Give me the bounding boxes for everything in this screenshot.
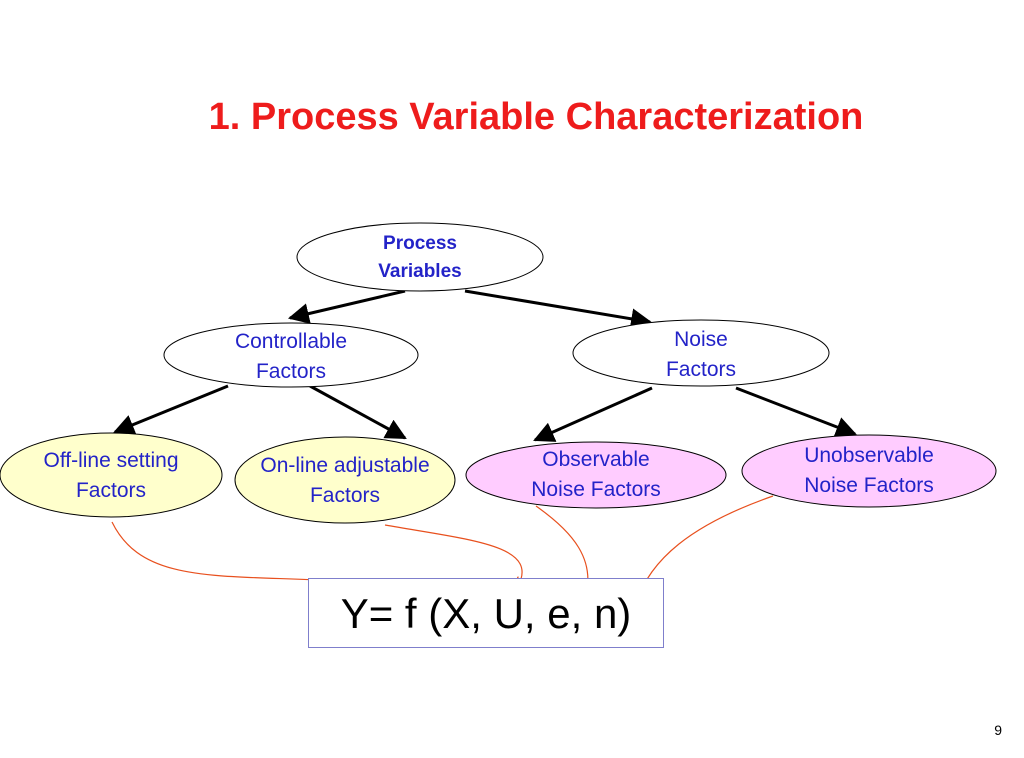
label-process-variables: Process Variables: [340, 230, 500, 286]
label-line: Process: [383, 233, 457, 254]
label-controllable-factors: Controllable Factors: [191, 327, 391, 387]
page-number: 9: [994, 722, 1002, 738]
label-line: Noise: [674, 328, 728, 351]
label-line: Unobservable: [804, 444, 934, 467]
node-controllable-factors: [163, 322, 419, 388]
edge-noise-to-observable: [533, 386, 653, 442]
edge-process-to-controllable: [287, 289, 406, 324]
label-line: Observable: [542, 448, 650, 471]
label-line: Controllable: [234, 330, 348, 353]
label-line: Factors: [665, 358, 736, 381]
edge-controllable-to-online: [309, 384, 407, 440]
edge-controllable-to-offline: [113, 384, 229, 435]
node-online-adjustable: [234, 436, 456, 524]
label-observable-noise: Observable Noise Factors: [486, 445, 706, 505]
label-line: Factors: [309, 484, 380, 507]
label-unobservable-noise: Unobservable Noise Factors: [759, 441, 979, 501]
label-line: Noise Factors: [531, 478, 661, 501]
label-offline-setting: Off-line setting Factors: [11, 446, 211, 506]
node-observable-noise: [465, 441, 727, 509]
label-online-adjustable: On-line adjustable Factors: [235, 451, 455, 511]
node-offline-setting: [0, 432, 223, 518]
label-noise-factors: Noise Factors: [601, 325, 801, 385]
label-line: Variables: [378, 261, 462, 282]
edge-process-to-noise: [464, 289, 653, 330]
node-unobservable-noise: [741, 434, 997, 508]
label-line: Off-line setting: [43, 449, 179, 472]
formula-box: Y= f (X, U, e, n): [308, 578, 664, 648]
slide-title: 1. Process Variable Characterization: [208, 96, 864, 138]
label-line: Factors: [75, 479, 146, 502]
label-line: Factors: [255, 360, 326, 383]
edge-noise-to-unobservable: [735, 386, 857, 437]
red-arrow-online-to-u: [384, 524, 522, 586]
node-noise-factors: [572, 319, 830, 387]
node-process-variables: [296, 222, 544, 292]
label-line: On-line adjustable: [260, 454, 430, 477]
label-line: Noise Factors: [804, 474, 934, 497]
